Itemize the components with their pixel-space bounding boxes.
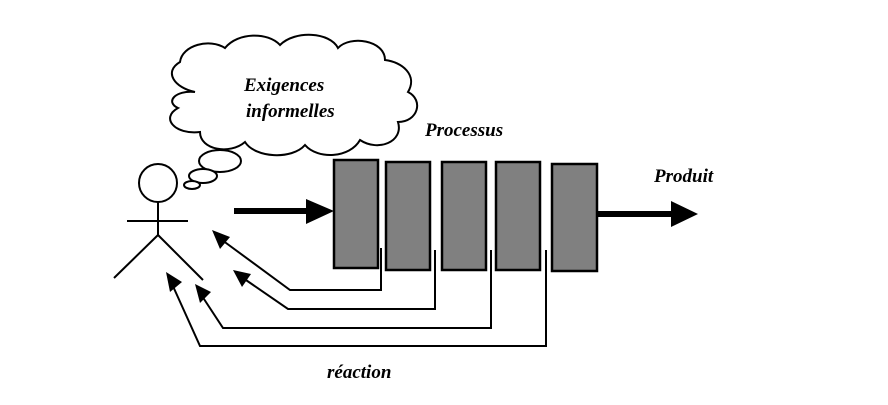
feedback-arrowhead-3 [195, 284, 211, 303]
feedback-line-3 [201, 250, 492, 329]
cloud-text-line2: informelles [246, 101, 335, 122]
feedback-line-4 [171, 250, 547, 347]
actor-stick-figure [113, 163, 204, 281]
process-step-1 [332, 158, 380, 270]
process-step-3 [440, 160, 488, 272]
feedback-arrowhead-1 [212, 230, 230, 249]
feedback-line-1 [221, 239, 382, 291]
feedback-arrowhead-2 [233, 270, 251, 287]
process-steps [332, 158, 599, 273]
thought-cloud: Exigences informelles [169, 33, 419, 157]
actor-left-leg [113, 234, 159, 279]
thought-bubble-small [183, 180, 201, 190]
cloud-text-line1: Exigences [243, 75, 324, 96]
product-label: Produit [653, 166, 714, 187]
feedback-arrowheads [166, 230, 251, 303]
process-step-4 [494, 160, 542, 272]
thought-bubble-large [198, 149, 242, 173]
process-step-2 [384, 160, 432, 272]
input-arrow [234, 199, 334, 224]
cloud-shape [169, 33, 419, 157]
process-step-5 [550, 162, 599, 273]
feedback-arrowhead-4 [166, 272, 182, 292]
thought-bubble-medium [188, 168, 218, 184]
feedback-label: réaction [327, 362, 391, 383]
feedback-arrows [171, 239, 547, 347]
feedback-line-2 [242, 250, 436, 310]
actor-head [138, 163, 178, 203]
process-label: Processus [424, 120, 503, 141]
output-arrow [598, 201, 698, 227]
actor-right-leg [157, 234, 204, 281]
